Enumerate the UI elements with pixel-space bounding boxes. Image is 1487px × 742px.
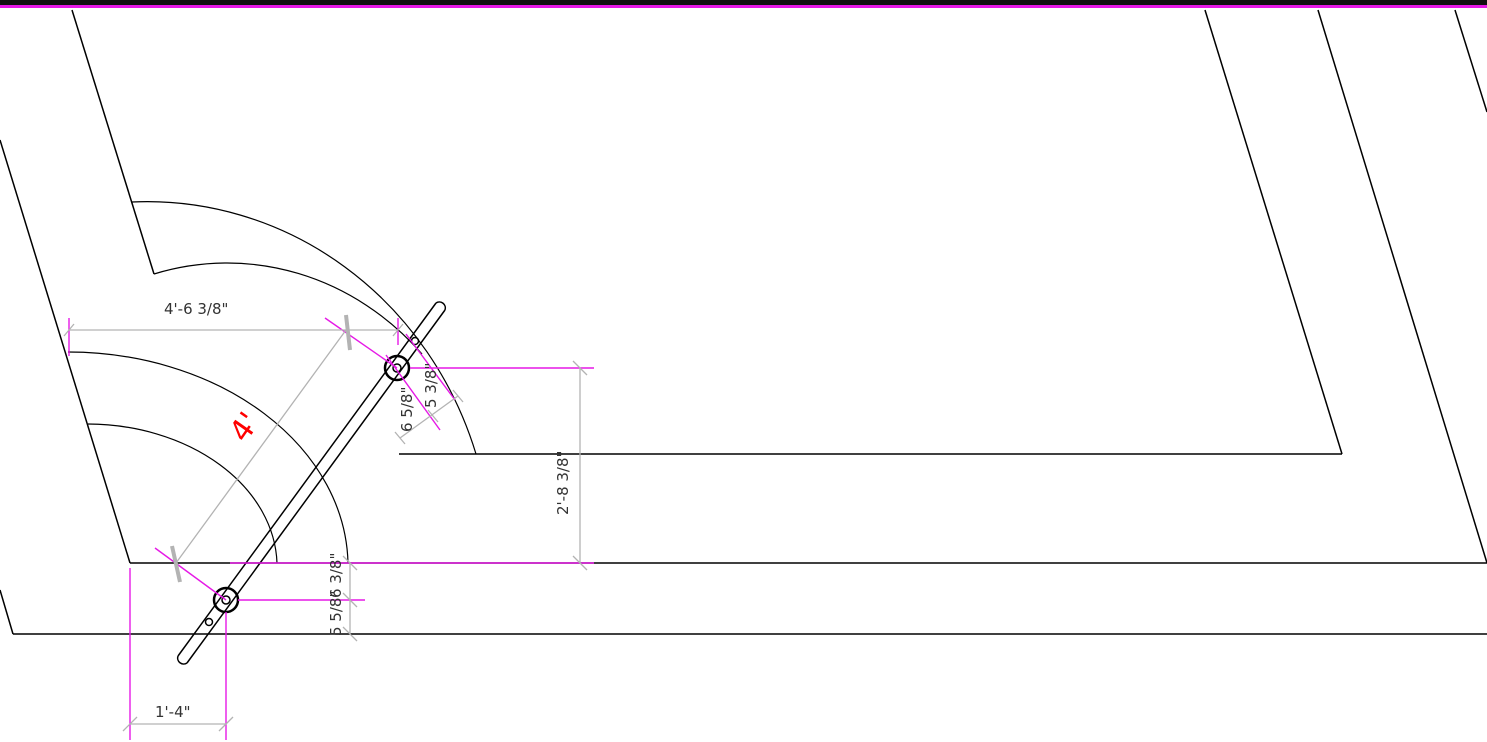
dim-upper-offset-tick-b (427, 409, 439, 423)
rod-edge-b (186, 309, 446, 664)
dim-lower-offset-tick-top (342, 555, 358, 571)
arc-inner-2 (87, 423, 278, 564)
dimension-lines (63, 314, 588, 732)
arc-middle (153, 262, 423, 355)
inner-right-edge (1204, 9, 1343, 455)
outer-right-edge (1317, 9, 1487, 564)
dim-lower-offset-tick-mid (342, 592, 358, 608)
wall-left-outer-edge (0, 139, 131, 564)
dim-lower-offset-tick-bottom (342, 626, 358, 642)
dim-bottom-tick-r (218, 716, 234, 732)
anchor-lower-core (221, 595, 231, 605)
rod-end-bottom (176, 655, 188, 665)
extension-lines (68, 317, 594, 740)
dim-diagonal-tick-bottom (170, 545, 182, 583)
top-border-accent-band (0, 5, 1487, 8)
label-bottom-offset: 1'-4" (155, 703, 191, 721)
label-upper-offset-a: 6 5/8" (398, 387, 416, 432)
ext-upper-diag (324, 317, 398, 369)
anchor-upper-ring (383, 354, 411, 382)
dim-top-width-tick-l (63, 323, 75, 337)
label-upper-offset-b: 5 3/8" (422, 363, 440, 408)
dim-diagonal-line (175, 329, 347, 564)
dim-upper-offset-line (399, 395, 459, 439)
label-top-width: 4'-6 3/8" (164, 300, 228, 318)
ext-upper-offset (385, 354, 441, 431)
dim-vertical-tick-top (572, 360, 588, 376)
dimension-labels: 4'-6 3/8" 4' 2'-8 3/8" 6 5/8" 5 3/8" 6 3… (155, 300, 572, 721)
rod-hole-bottom (204, 617, 214, 627)
dim-diagonal-tick-top (344, 314, 352, 351)
ext-lower-diag (154, 547, 227, 601)
dim-bottom-tick-l (122, 716, 138, 732)
dim-vertical-tick-bottom (572, 555, 588, 571)
label-lower-offset-a: 6 3/8" (327, 553, 345, 598)
top-border-dark-band (0, 0, 1487, 5)
arc-inner-1 (67, 351, 349, 564)
slab-left-edge (0, 589, 14, 635)
dim-upper-offset-tick-c (452, 389, 464, 403)
label-lower-offset-b: 5 5/8" (327, 591, 345, 636)
rod-end-top (435, 301, 447, 311)
outer-right-edge-2 (1454, 9, 1487, 113)
swing-arcs (67, 201, 477, 564)
ext-upper-offset-b (405, 333, 456, 401)
wall-left-inner-edge (71, 9, 155, 275)
wall-outline (0, 9, 1487, 635)
top-border (0, 0, 1487, 10)
dim-top-width-tick-r (392, 323, 404, 337)
label-diagonal: 4' (223, 406, 267, 448)
arc-outer (131, 201, 477, 455)
dim-upper-offset-tick-a (394, 431, 406, 445)
anchor-point-upper[interactable] (383, 354, 411, 382)
anchor-upper-core (392, 363, 402, 373)
label-vertical-rise: 2'-8 3/8" (554, 451, 572, 515)
